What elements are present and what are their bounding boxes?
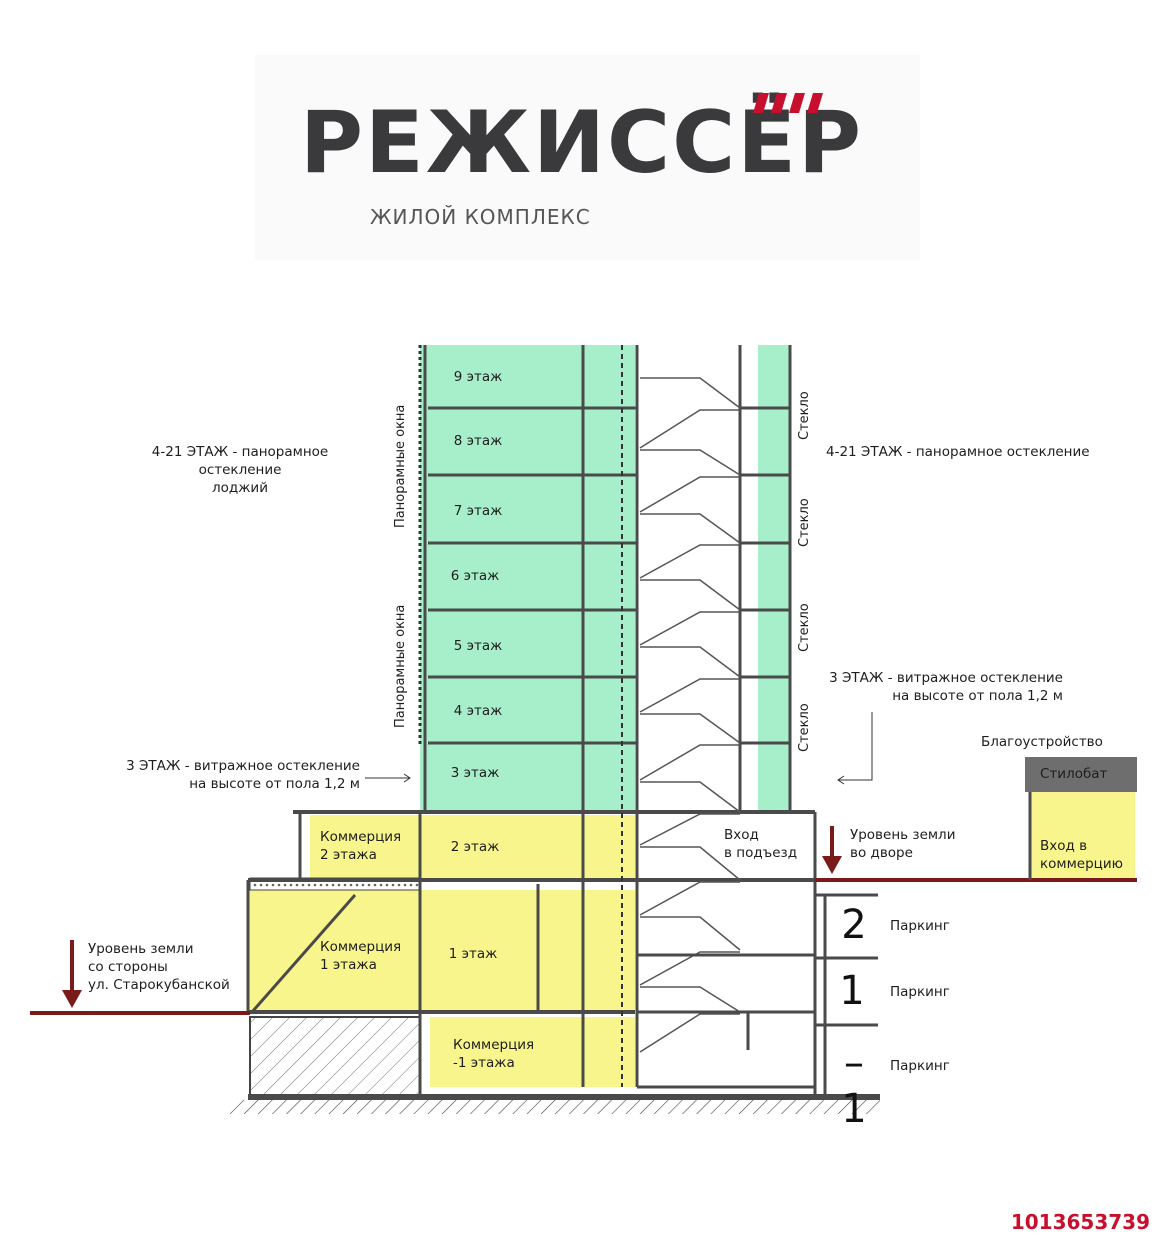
commerce-2-fill [310, 815, 635, 880]
panoramic-right-label: 4-21 ЭТАЖ - панорамное остекление [826, 444, 1090, 460]
parking-2-number: 2 [841, 902, 867, 948]
floor-5-label: 5 этаж [453, 638, 503, 654]
floor-1-label: 1 этаж [448, 946, 498, 962]
floor-3-label: 3 этаж [450, 765, 500, 781]
floor-8-label: 8 этаж [453, 433, 503, 449]
yard-arrow-head-icon [822, 856, 842, 874]
glass-label-3: Стекло [797, 603, 812, 652]
parking-1-label: Паркинг [890, 984, 950, 1000]
ground-yard-label: Уровень земли во дворе [850, 827, 956, 861]
landscaping-label: Благоустройство [981, 734, 1103, 750]
commerce-entry-label: Вход в коммерцию [1040, 838, 1123, 872]
listing-id: 1013653739 [1010, 1210, 1150, 1234]
logo-accent-icon [753, 93, 823, 113]
entrance-label: Вход в подъезд [724, 827, 798, 861]
glass-label-1: Стекло [797, 391, 812, 440]
tower-green-fill [420, 345, 635, 810]
commerce-minus1-fill [430, 1017, 635, 1087]
annotation-arrows [365, 712, 873, 785]
panoramic-windows-lower-label: Панорамные окна [393, 604, 408, 728]
commerce-minus1-label: Коммерция -1 этажа [453, 1037, 535, 1071]
street-arrow-head-icon [62, 990, 82, 1008]
stair-landings [637, 953, 815, 1050]
logo-background [255, 55, 920, 260]
glass-label-2: Стекло [797, 498, 812, 547]
stylobate-header [1025, 757, 1137, 792]
third-floor-right-label: 3 ЭТАЖ - витражное остекление на высоте … [829, 670, 1063, 704]
parking-1-number: 1 [839, 968, 865, 1014]
ground-street-label: Уровень земли со стороны ул. Старокубанс… [88, 941, 230, 993]
commerce-1-label: Коммерция 1 этажа [320, 939, 402, 973]
floor-9-label: 9 этаж [453, 369, 503, 385]
panoramic-loggias-label: 4-21 ЭТАЖ - панорамное остекление лоджий [151, 444, 329, 496]
parking-frame [815, 893, 878, 1097]
logo-title: РЕЖИССЁР [300, 93, 864, 193]
commerce-2-label: Коммерция 2 этажа [320, 829, 402, 863]
parking-minus1-number: –1 [841, 1040, 867, 1132]
glass-label-4: Стекло [797, 703, 812, 752]
logo-subtitle: ЖИЛОЙ КОМПЛЕКС [370, 205, 591, 229]
tower-frame [246, 345, 880, 1100]
floor-7-label: 7 этаж [453, 503, 503, 519]
third-floor-left-label: 3 ЭТАЖ - витражное остекление на высоте … [126, 758, 360, 792]
floor-6-label: 6 этаж [450, 568, 500, 584]
panoramic-windows-upper-label: Панорамные окна [393, 404, 408, 528]
ground-hatching [230, 1100, 880, 1114]
floor-2-label: 2 этаж [450, 839, 500, 855]
commerce-1-fill [248, 890, 635, 1010]
basement-hatch [249, 1016, 421, 1098]
staircase [639, 377, 741, 1053]
floor-4-label: 4 этаж [453, 703, 503, 719]
tower-right-glass [758, 345, 790, 810]
stylobate-label: Стилобат [1040, 766, 1108, 782]
parking-minus1-label: Паркинг [890, 1058, 950, 1074]
parking-2-label: Паркинг [890, 918, 950, 934]
